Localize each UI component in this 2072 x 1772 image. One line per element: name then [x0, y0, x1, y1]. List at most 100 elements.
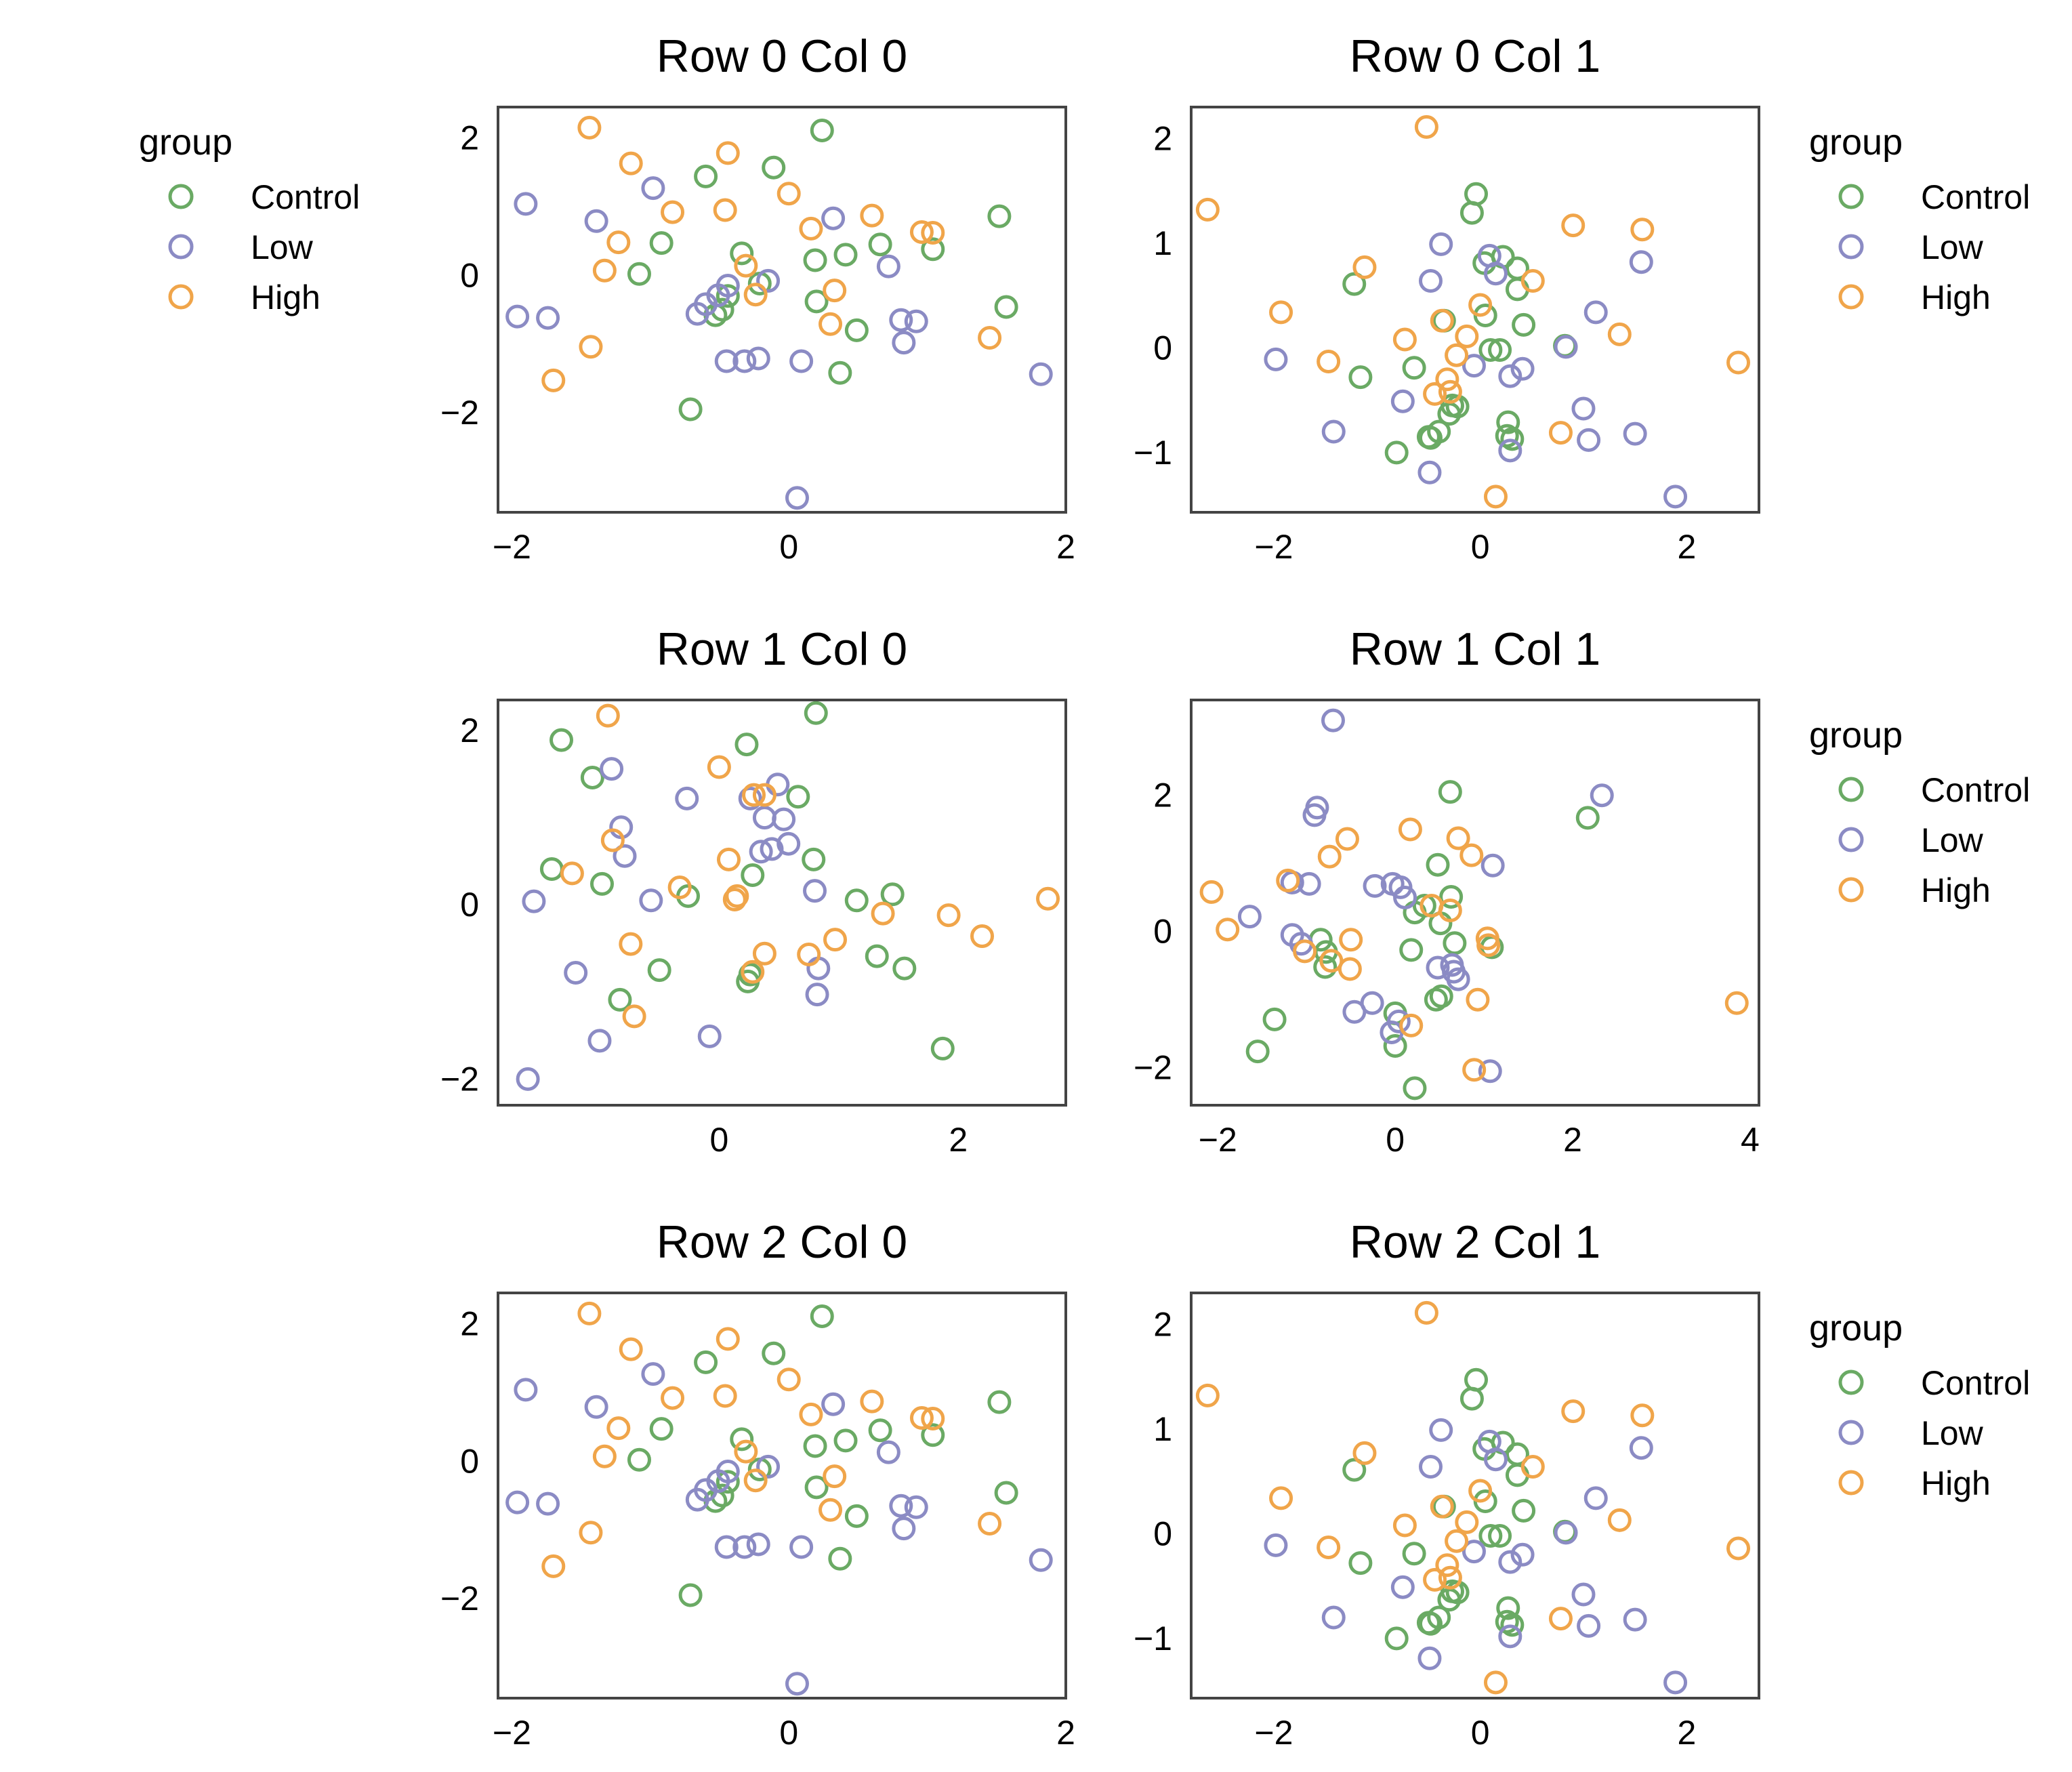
panel-0-ytick-label: −2 [440, 394, 479, 432]
panel-3-ytick-label: −2 [1134, 1049, 1172, 1087]
panel-0-point-control [921, 237, 945, 262]
panel-5-ytick-label: 0 [1153, 1515, 1172, 1552]
panel-4-point-control [833, 1428, 858, 1453]
panel-5-ytick-label: 1 [1153, 1410, 1172, 1448]
panel-1-point-low [1429, 232, 1453, 256]
panel-0-point-control [994, 295, 1018, 319]
panel-0-point-high [716, 141, 740, 165]
panel-1-point-low [1483, 262, 1508, 286]
panel-3-point-control [1439, 884, 1464, 909]
panel-3-point-low [1363, 873, 1387, 898]
panel-5-point-control [1496, 1596, 1520, 1620]
panel-2-point-high [936, 903, 961, 928]
panel-3-point-high [1446, 826, 1470, 850]
panel-4-point-high [743, 1468, 768, 1493]
panel-1-point-high [1269, 300, 1293, 325]
panel-3-legend-label-high: High [1921, 871, 1991, 909]
panel-0-title: Row 0 Col 0 [657, 30, 907, 82]
panel-5-point-high [1468, 1479, 1493, 1503]
panel-5-point-high [1435, 1553, 1459, 1578]
panel-4-point-control [844, 1504, 869, 1528]
panel-3-point-control [1383, 1034, 1407, 1058]
panel-1-point-control [1402, 356, 1426, 380]
panel-0-point-low [785, 486, 809, 510]
panel-5-frame [1190, 1292, 1760, 1699]
panel-4-point-low [821, 1392, 846, 1416]
panel-3-frame [1190, 699, 1760, 1107]
panel-2-point-low [749, 840, 773, 864]
panel-0-point-control [810, 118, 834, 142]
panel-2-point-control [741, 863, 765, 887]
panel-3-legend-marker-low [1838, 827, 1864, 852]
panel-4-point-low [514, 1378, 538, 1402]
panel-4-point-high [823, 1464, 847, 1489]
panel-0-xtick-label: 0 [779, 528, 798, 566]
panel-4-point-low [732, 1535, 757, 1559]
panel-4-point-control [868, 1418, 892, 1443]
panel-4-point-control [804, 1475, 829, 1500]
panel-0-point-control [844, 318, 869, 342]
panel-3-point-control [1426, 852, 1450, 877]
panel-3-point-high [1335, 827, 1359, 851]
panel-3-point-high [1293, 939, 1317, 964]
panel-3-point-low [1393, 885, 1417, 909]
panel-1-legend-marker-high [1838, 284, 1864, 310]
panel-1-ytick-label: 2 [1153, 119, 1172, 157]
panel-4-points [505, 1301, 1053, 1696]
panel-2-point-control [589, 871, 614, 896]
panel-5-point-high [1352, 1441, 1377, 1465]
panel-1-point-high [1392, 327, 1417, 352]
panel-5-point-high [1726, 1536, 1751, 1561]
panel-4-point-high [592, 1444, 617, 1468]
panel-2-point-low [564, 961, 588, 985]
panel-3-xtick-label: 0 [1386, 1121, 1405, 1159]
panel-0-point-high [799, 216, 823, 241]
panel-4-point-control [810, 1304, 834, 1328]
panel-0-point-high [661, 200, 685, 224]
panel-1-xtick-label: 2 [1677, 528, 1696, 566]
panel-5-point-low [1264, 1533, 1288, 1557]
panel-4-point-control [762, 1341, 786, 1365]
panel-3-point-high [1317, 844, 1342, 869]
panel-5-legend-label-control: Control [1921, 1364, 2030, 1402]
panel-3-point-control [1399, 938, 1424, 962]
panel-4-point-control [987, 1390, 1012, 1414]
panel-0-point-high [734, 253, 758, 278]
panel-0-point-low [732, 349, 757, 373]
panel-5-point-control [1500, 1613, 1525, 1637]
panel-5-point-low [1510, 1542, 1535, 1567]
panel-3-point-low [1321, 708, 1345, 733]
panel-0-point-high [579, 335, 603, 359]
panel-1-point-low [1390, 389, 1415, 413]
panel-3-point-low [1237, 905, 1262, 929]
panel-0-point-control [987, 204, 1012, 228]
panel-1-point-control [1512, 312, 1536, 337]
panel-3-point-control [1575, 806, 1600, 830]
panel-4-point-low [505, 1490, 530, 1515]
panel-4-point-control [994, 1481, 1018, 1505]
panel-0-point-low [892, 331, 916, 355]
panel-3-point-control [1313, 955, 1338, 979]
panel-4-point-control [803, 1434, 827, 1458]
panel-5-point-control [1478, 1523, 1503, 1548]
panel-2-title: Row 1 Col 0 [657, 623, 907, 675]
panel-1-point-high [1195, 197, 1220, 222]
panel-4-point-high [713, 1384, 737, 1408]
panel-0-point-low [536, 306, 560, 330]
panel-1-point-high [1414, 115, 1438, 139]
panel-2-point-low [675, 786, 699, 810]
panel-1-point-control [1464, 182, 1489, 206]
panel-2-point-control [802, 847, 826, 871]
panel-2-point-low [805, 983, 829, 1007]
panel-5-legend-marker-low [1838, 1420, 1864, 1445]
panel-5-point-high [1414, 1300, 1438, 1325]
panel-0-point-control [716, 284, 740, 308]
panel-4-point-control [627, 1447, 651, 1472]
panel-4-point-high [819, 1498, 843, 1522]
panel-5-points [1195, 1300, 1751, 1695]
panel-3-ytick-label: 2 [1153, 777, 1172, 815]
panel-3-point-control [1443, 931, 1467, 955]
